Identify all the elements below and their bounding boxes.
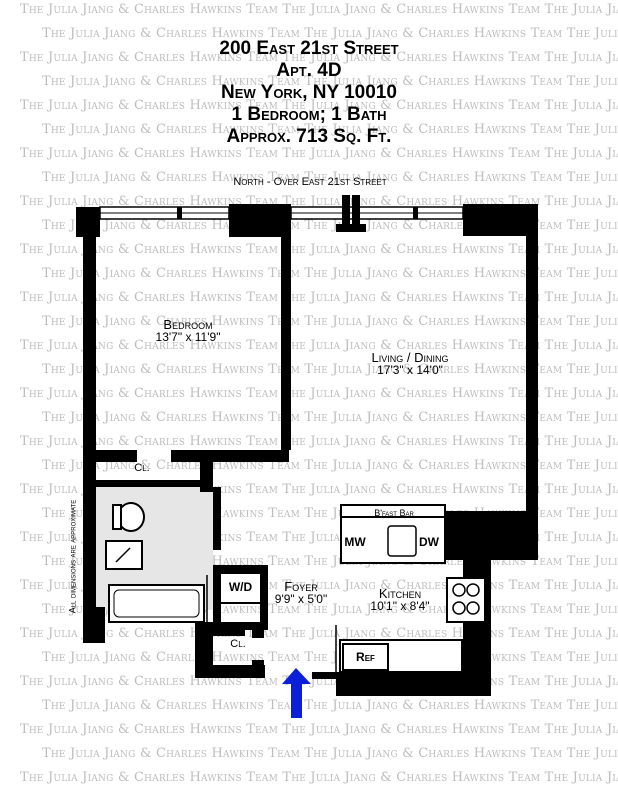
mw-label: MW: [344, 535, 366, 549]
closet-top-label: Cl.: [134, 462, 150, 474]
watermark-line: The Julia Jiang & Charles Hawkins Team T…: [42, 122, 618, 137]
watermark-line: The Julia Jiang & Charles Hawkins Team T…: [20, 386, 618, 401]
west-wall: [83, 237, 96, 640]
bedroom-living-partition: [281, 237, 291, 450]
entry-arrow: [282, 668, 311, 718]
watermark-line: The Julia Jiang & Charles Hawkins Team T…: [20, 98, 618, 113]
watermark-line: The Julia Jiang & Charles Hawkins Team T…: [42, 410, 618, 425]
closet-bottom-label: Cl.: [230, 638, 246, 650]
watermark-line: The Julia Jiang & Charles Hawkins Team T…: [20, 146, 618, 161]
watermark-line: The Julia Jiang & Charles Hawkins Team T…: [42, 170, 618, 185]
watermark-line: The Julia Jiang & Charles Hawkins Team T…: [20, 290, 618, 305]
watermark-line: The Julia Jiang & Charles Hawkins Team T…: [20, 722, 618, 737]
watermark-line: The Julia Jiang & Charles Hawkins Team T…: [20, 50, 618, 65]
watermark-line: The Julia Jiang & Charles Hawkins Team T…: [20, 338, 618, 353]
watermark-line: The Julia Jiang & Charles Hawkins Team T…: [20, 2, 618, 17]
watermark-line: The Julia Jiang & Charles Hawkins Team T…: [20, 770, 618, 785]
apartment-heading: Apt. 4D: [276, 60, 342, 81]
wd-label: W/D: [228, 580, 253, 594]
north-wall: [76, 195, 538, 237]
watermark-line: The Julia Jiang & Charles Hawkins Team T…: [42, 746, 618, 761]
bathroom: [105, 487, 221, 630]
address-heading: 200 East 21st Street: [219, 38, 399, 59]
watermark-line: The Julia Jiang & Charles Hawkins Team T…: [42, 74, 618, 89]
dimensions-disclaimer: All dimensions are approximate: [67, 499, 78, 614]
orientation-label: North - Over East 21st Street: [233, 176, 387, 188]
kitchen: [335, 504, 538, 673]
west-wall-corner: [83, 607, 105, 643]
foyer-dims: 9'9" x 5'0": [274, 592, 328, 606]
sink-icon: [105, 540, 143, 570]
bfast-bar-label: B'fast Bar: [374, 508, 414, 518]
kitchen-sink-icon: [387, 525, 417, 557]
stove-icon: [446, 577, 486, 623]
bedroom-south-wall: [83, 450, 289, 492]
dw-label: DW: [419, 535, 439, 549]
watermark-line: The Julia Jiang & Charles Hawkins Team T…: [20, 434, 618, 449]
watermark-line: The Julia Jiang & Charles Hawkins Team T…: [42, 362, 618, 377]
living-dims: 17'3" x 14'0": [377, 363, 443, 377]
watermark-line: The Julia Jiang & Charles Hawkins Team T…: [20, 242, 618, 257]
bedroom-label: Bedroom: [163, 317, 213, 332]
watermark-line: The Julia Jiang & Charles Hawkins Team T…: [42, 698, 618, 713]
watermark-line: The Julia Jiang & Charles Hawkins Team T…: [42, 314, 618, 329]
wd-box: [219, 572, 262, 604]
east-wall: [526, 236, 538, 511]
kitchen-dims: 10'1" x 8'4": [370, 599, 430, 613]
bathtub-icon: [108, 584, 205, 623]
layout-heading: 1 Bedroom; 1 Bath: [231, 104, 387, 125]
ref-label: Ref: [356, 650, 375, 664]
city-heading: New York, NY 10010: [221, 82, 397, 103]
watermark-line: The Julia Jiang & Charles Hawkins Team T…: [42, 26, 618, 41]
refrigerator-box: [342, 643, 389, 671]
bedroom-dims: 13'7" x 11'9": [155, 330, 221, 344]
living-label: Living / Dining: [371, 350, 449, 365]
watermark-line: The Julia Jiang & Charles Hawkins Team T…: [42, 266, 618, 281]
kitchen-label: Kitchen: [378, 586, 422, 601]
foyer-label: Foyer: [284, 579, 318, 594]
area-heading: Approx. 713 Sq. Ft.: [226, 126, 392, 147]
